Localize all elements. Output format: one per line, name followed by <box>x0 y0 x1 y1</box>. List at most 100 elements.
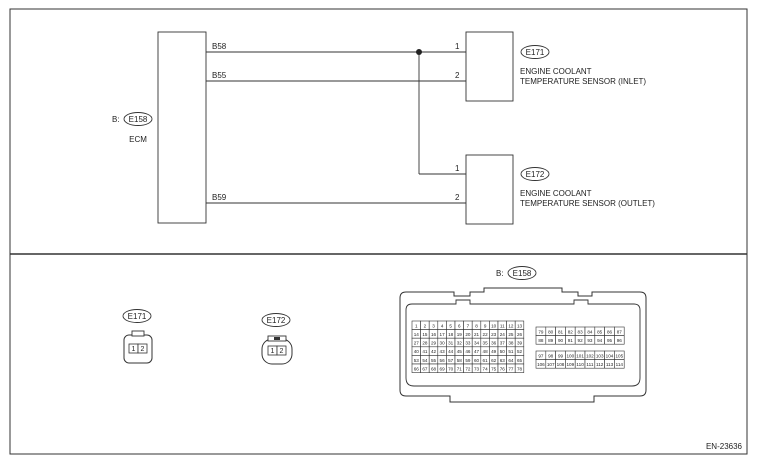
sensor-outlet: E172 ENGINE COOLANT TEMPERATURE SENSOR (… <box>465 154 655 225</box>
e158-left-pin-label: 27 <box>414 341 420 346</box>
e158-left-pin-label: 33 <box>465 341 471 346</box>
e158-right-bottom-pin-label: 111 <box>586 362 593 367</box>
e158-left-pin-label: 76 <box>500 366 506 371</box>
sensor-outlet-connector-label: E172 <box>526 170 545 179</box>
e158-left-pin-label: 21 <box>474 332 480 337</box>
e158-left-pin-label: 77 <box>508 366 514 371</box>
e158-right-bottom-pin-label: 109 <box>566 362 574 367</box>
e158-left-pin-label: 54 <box>422 358 428 363</box>
e158-right-bottom-pin-label: 103 <box>596 353 604 358</box>
figure-code: EN-23636 <box>706 442 743 451</box>
e158-left-pin-label: 48 <box>483 349 489 354</box>
e158-left-pin-label: 28 <box>422 341 428 346</box>
e158-left-pin-label: 13 <box>517 323 523 328</box>
sensor-outlet-name-line1: ENGINE COOLANT <box>520 189 592 198</box>
e158-left-pin-label: 70 <box>448 366 454 371</box>
e172-pin2-label: 2 <box>455 193 460 202</box>
e158-left-pin-label: 66 <box>414 366 420 371</box>
e158-left-pin-label: 8 <box>475 323 478 328</box>
connector-e171-pin-2 <box>137 343 148 354</box>
connector-e171-label: E171 <box>128 312 147 321</box>
e158-left-pin-label: 45 <box>457 349 463 354</box>
e158-left-pin-label: 64 <box>508 358 514 363</box>
e158-left-pin-label: 15 <box>422 332 428 337</box>
connector-e172-latch-key <box>274 337 280 340</box>
e158-right-top-pin-label: 95 <box>607 338 613 343</box>
e158-right-bottom-pin-label: 113 <box>606 362 614 367</box>
e158-right-bottom-pin-label: 102 <box>586 353 594 358</box>
e158-right-bottom-pin-label: 112 <box>596 362 604 367</box>
e158-left-pin-label: 69 <box>440 366 446 371</box>
sensor-inlet-connector-label: E171 <box>526 48 545 57</box>
e158-left-pin-label: 51 <box>508 349 514 354</box>
e158-left-pin-label: 71 <box>457 366 463 371</box>
e158-left-pin-label: 67 <box>422 366 428 371</box>
e158-left-pin-label: 63 <box>500 358 506 363</box>
e158-right-bottom-pin-label: 101 <box>576 353 584 358</box>
connector-e172-pin-2 <box>276 345 287 356</box>
sensor-inlet-connector-oval <box>520 45 550 59</box>
terminal-b59-label: B59 <box>212 193 227 202</box>
ecm-box <box>157 31 207 224</box>
ecm-connector-prefix: B: <box>112 115 120 124</box>
e158-left-pin-label: 41 <box>422 349 428 354</box>
e171-pin1-label: 1 <box>455 42 460 51</box>
sensor-inlet-name-line1: ENGINE COOLANT <box>520 67 592 76</box>
e158-left-pin-label: 30 <box>440 341 446 346</box>
e158-left-pin-label: 42 <box>431 349 437 354</box>
e158-right-top-pin-label: 91 <box>568 338 574 343</box>
e158-left-pin-label: 17 <box>440 332 446 337</box>
e158-left-pin-label: 38 <box>508 341 514 346</box>
connector-e158-inner-rim <box>405 299 641 387</box>
e158-left-pin-label: 68 <box>431 366 437 371</box>
diagram-border <box>9 8 748 455</box>
e158-right-top-pin-label: 92 <box>578 338 584 343</box>
e158-right-top-pin-label: 88 <box>538 338 544 343</box>
e158-left-pin-label: 1 <box>415 323 418 328</box>
connector-e171-view: E171 1 2 <box>122 309 153 364</box>
e158-right-top-pin-label: 93 <box>587 338 593 343</box>
ecm-block: B: E158 ECM <box>112 31 207 224</box>
e158-left-pin-label: 2 <box>424 323 427 328</box>
e158-left-pin-label: 3 <box>432 323 435 328</box>
e158-right-top-pin-label: 85 <box>597 329 603 334</box>
connector-e172-pin-2-label: 2 <box>280 348 284 355</box>
terminal-b58-label: B58 <box>212 42 227 51</box>
e158-right-top-pin-label: 87 <box>617 329 623 334</box>
e158-left-pin-label: 52 <box>517 349 523 354</box>
e158-right-top-pin-label: 82 <box>568 329 574 334</box>
e158-right-bottom-pin-label: 98 <box>548 353 554 358</box>
e158-left-pin-label: 46 <box>465 349 471 354</box>
e158-left-pin-label: 39 <box>517 341 523 346</box>
e158-left-pin-label: 26 <box>517 332 523 337</box>
e158-left-pin-label: 36 <box>491 341 497 346</box>
e158-right-bottom-pin-label: 100 <box>566 353 574 358</box>
sensor-inlet-name-line2: TEMPERATURE SENSOR (INLET) <box>520 77 646 86</box>
e158-left-pin-label: 6 <box>458 323 461 328</box>
e158-left-pin-label: 59 <box>465 358 471 363</box>
e158-left-pin-label: 43 <box>440 349 446 354</box>
e158-right-bottom-pin-label: 97 <box>538 353 544 358</box>
connector-e172-label: E172 <box>267 316 286 325</box>
e158-left-pin-label: 78 <box>517 366 523 371</box>
e158-left-pin-label: 73 <box>474 366 480 371</box>
e158-left-pin-label: 57 <box>448 358 454 363</box>
sensor-inlet-box <box>465 31 514 102</box>
e158-left-pin-label: 61 <box>483 358 489 363</box>
e158-left-pin-label: 19 <box>457 332 463 337</box>
e158-left-pin-label: 35 <box>483 341 489 346</box>
e158-right-top-pin-label: 81 <box>558 329 564 334</box>
terminal-b55-label: B55 <box>212 71 227 80</box>
e158-left-pin-label: 18 <box>448 332 454 337</box>
connector-e172-pin-1-label: 1 <box>271 348 275 355</box>
e158-left-pin-label: 44 <box>448 349 454 354</box>
connector-e172-oval <box>261 313 291 327</box>
e171-pin2-label: 2 <box>455 71 460 80</box>
e172-pin1-label: 1 <box>455 164 460 173</box>
e158-left-pin-label: 72 <box>465 366 471 371</box>
ecm-label: ECM <box>129 135 147 144</box>
e158-left-pin-label: 4 <box>441 323 444 328</box>
